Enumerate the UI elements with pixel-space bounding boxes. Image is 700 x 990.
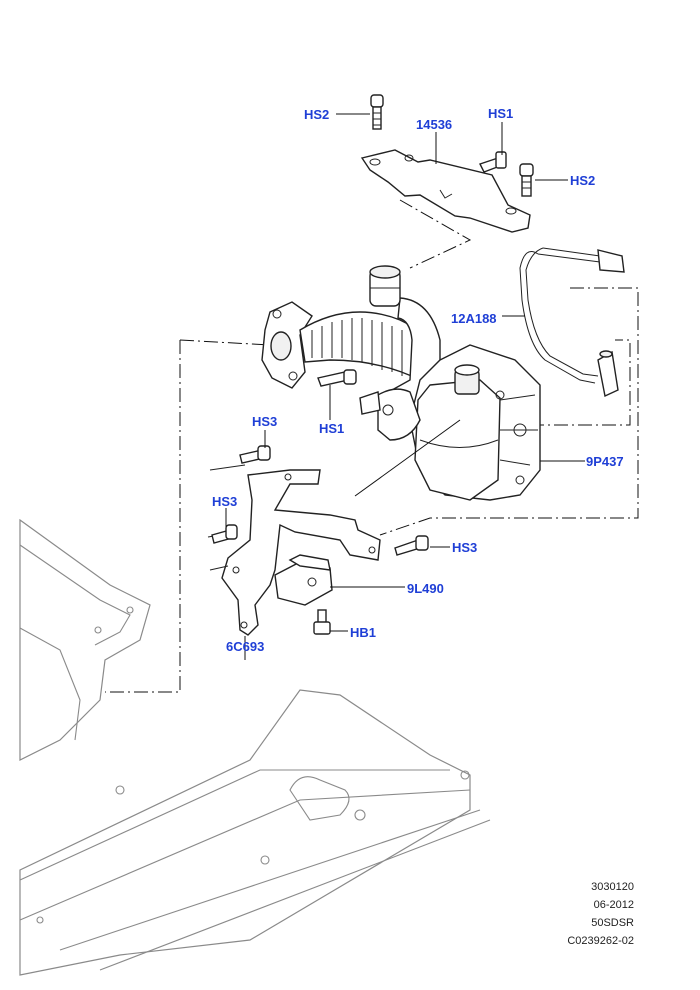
bolt-hs2-right	[519, 163, 534, 197]
reference-code: 3030120	[591, 881, 634, 893]
callout-hs1-top[interactable]: HS1	[488, 106, 514, 121]
reference-date: 06-2012	[593, 899, 634, 911]
callout-hs1-middle[interactable]: HS1	[319, 421, 345, 436]
pump-9p437	[359, 344, 541, 501]
bracket-14536	[360, 149, 531, 233]
callout-14536[interactable]: 14536	[416, 117, 453, 132]
callout-9p437[interactable]: 9P437	[586, 454, 624, 469]
bolt-hs3-left	[239, 445, 271, 464]
bolt-hs2-top	[370, 94, 384, 130]
bolt-hs1-top	[479, 151, 507, 173]
callout-hs2-right[interactable]: HS2	[570, 173, 596, 188]
callout-12a188[interactable]: 12A188	[451, 311, 497, 326]
bolt-hs3-right	[394, 535, 429, 556]
callout-hs2-top[interactable]: HS2	[304, 107, 330, 122]
callout-9l490[interactable]: 9L490	[407, 581, 444, 596]
reference-illustration-id: C0239262-02	[567, 935, 634, 947]
bracket-6c693	[207, 464, 381, 636]
assembly-lines	[105, 199, 639, 693]
solenoid-9l490	[274, 554, 333, 635]
leader-lines	[225, 113, 585, 660]
callout-hb1[interactable]: HB1	[350, 625, 377, 640]
callout-hs3-mid[interactable]: HS3	[212, 494, 238, 509]
reference-model: 50SDSR	[591, 917, 634, 929]
callout-hs3-left[interactable]: HS3	[252, 414, 278, 429]
oil-pan-background	[19, 518, 491, 976]
callout-hs3-right[interactable]: HS3	[452, 540, 478, 555]
pipe-12a188	[519, 247, 625, 398]
bolt-hs3-mid	[211, 524, 238, 544]
bolt-hs1-middle	[317, 369, 357, 387]
callout-6c693[interactable]: 6C693	[226, 639, 265, 654]
